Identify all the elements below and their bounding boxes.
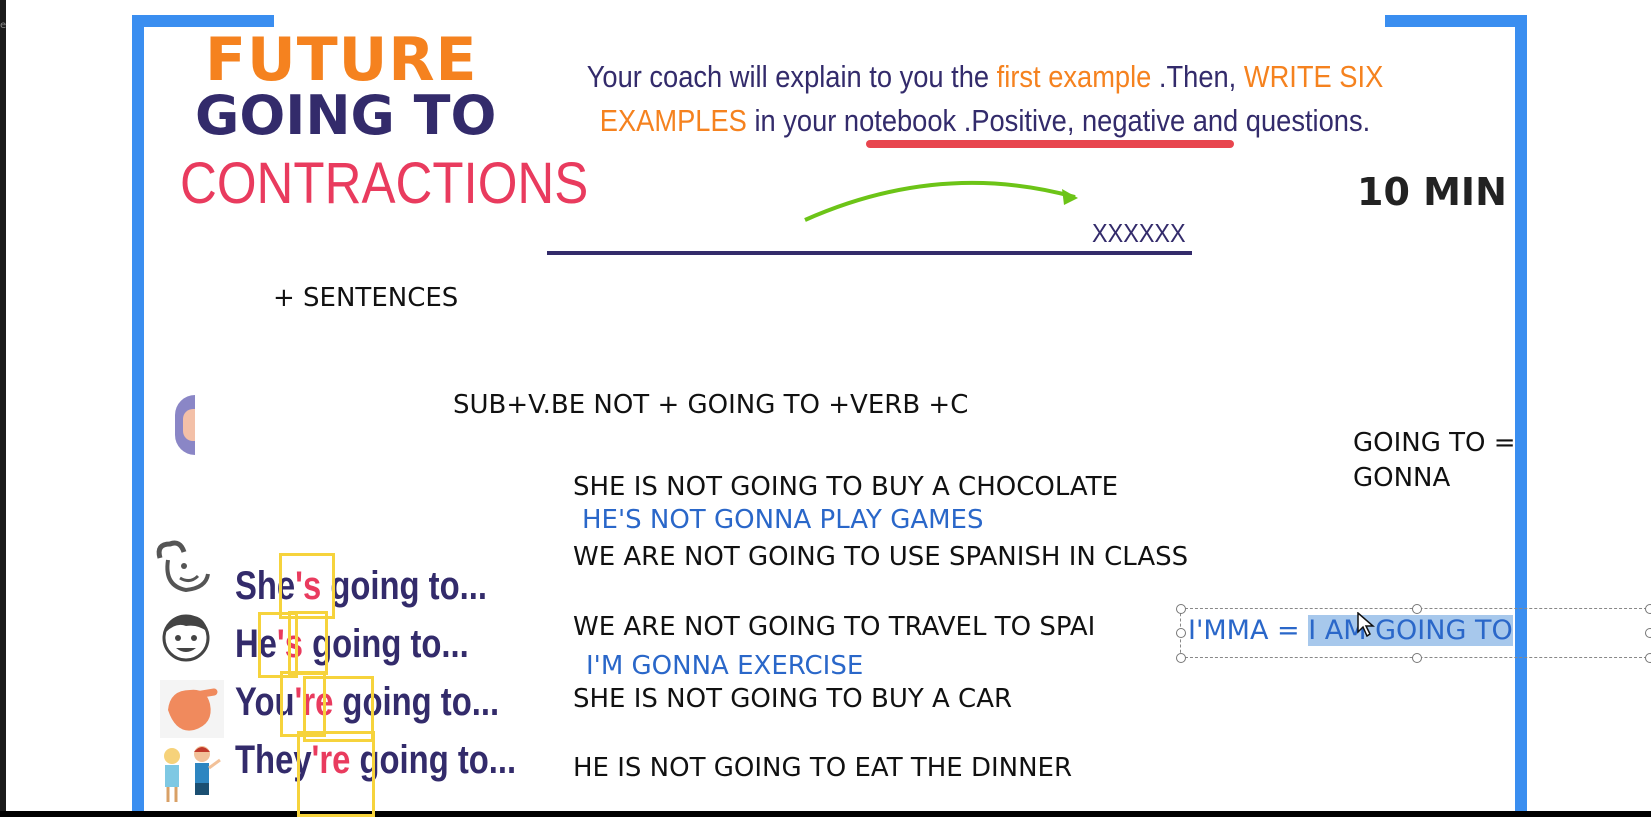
instruction-write-six: WRITE SIX EXAMPLES (599, 59, 1384, 138)
contraction-row-she: She's going to... (235, 564, 487, 609)
contraction-pre: You (235, 680, 295, 724)
instruction-first-example: first example (996, 59, 1152, 94)
note-gonna: GONNA (1353, 463, 1451, 493)
contraction-row-you: You're going to... (235, 680, 499, 725)
contraction-pre: She (235, 564, 296, 608)
mouse-cursor-icon (1357, 612, 1375, 638)
blue-example-2: I'M GONNA EXERCISE (586, 651, 864, 681)
avatar-partial-icon (175, 395, 195, 455)
contraction-post: going to... (302, 622, 469, 666)
girl-face-icon (156, 540, 210, 593)
frame-left-top (132, 15, 274, 27)
resize-handle[interactable] (1176, 604, 1186, 614)
frame-right-top (1385, 15, 1527, 27)
instruction-underlined: Positive, negative and questions (971, 103, 1363, 138)
resize-handle[interactable] (1645, 653, 1651, 663)
instruction-part3: .Then, (1151, 59, 1244, 94)
frame-left-bar (132, 15, 144, 811)
contraction-post: going to... (333, 680, 500, 724)
example-2: WE ARE NOT GOING TO USE SPANISH IN CLASS (573, 542, 1189, 572)
text-box-prefix: I'MMA = (1188, 615, 1309, 646)
text-box-content[interactable]: I'MMA = I AM GOING TO (1188, 615, 1513, 646)
green-arrow-icon (804, 180, 1078, 222)
red-underline (866, 140, 1234, 148)
contraction-highlight: 're (294, 680, 334, 724)
edge-mark: e (0, 20, 7, 31)
title-future: FUTURE (205, 25, 478, 95)
instruction-part5: in your notebook . (746, 103, 972, 138)
contraction-highlight: 's (295, 564, 322, 608)
example-4: SHE IS NOT GOING TO BUY A CAR (573, 684, 1013, 714)
boy-face-icon (162, 614, 210, 662)
kids-icon (164, 746, 221, 802)
example-5: HE IS NOT GOING TO EAT THE DINNER (573, 753, 1073, 783)
contraction-post: going to... (321, 564, 487, 608)
resize-handle[interactable] (1645, 628, 1651, 638)
yellow-box (279, 553, 335, 619)
text-selection[interactable]: I AM GOING TO (1308, 615, 1513, 646)
resize-handle[interactable] (1176, 628, 1186, 638)
yellow-box (303, 676, 374, 742)
example-3: WE ARE NOT GOING TO TRAVEL TO SPAI (573, 612, 1096, 642)
yellow-box (258, 612, 298, 678)
sentences-heading: + SENTENCES (273, 283, 459, 313)
window-left-edge (0, 0, 6, 811)
frame-right-bar (1515, 15, 1527, 811)
timer-label: 10 MIN (1357, 170, 1507, 214)
contraction-highlight: 're (311, 738, 351, 782)
instruction-part7: . (1362, 103, 1371, 138)
timeline-marker: XXXXXX (1092, 218, 1186, 248)
resize-handle[interactable] (1645, 604, 1651, 614)
resize-handle[interactable] (1176, 653, 1186, 663)
contraction-post: going to... (350, 738, 517, 782)
blue-example-1: HE'S NOT GONNA PLAY GAMES (582, 505, 984, 535)
pointing-hand-icon (160, 680, 224, 738)
example-1: SHE IS NOT GOING TO BUY A CHOCOLATE (573, 472, 1119, 502)
title-going-to: GOING TO (195, 84, 497, 147)
formula-text: SUB+V.BE NOT + GOING TO +VERB +C (453, 390, 969, 420)
title-contractions: CONTRACTIONS (180, 151, 589, 216)
yellow-box (297, 731, 375, 817)
timeline-line (547, 251, 1192, 255)
instruction-text: Your coach will explain to you the first… (541, 55, 1430, 143)
note-going-to: GOING TO = (1353, 428, 1516, 458)
contraction-row-they: They're going to... (235, 738, 516, 783)
instruction-part1: Your coach will explain to you the (586, 59, 997, 94)
resize-handle[interactable] (1412, 653, 1422, 663)
resize-handle[interactable] (1412, 604, 1422, 614)
contraction-pre: He (235, 622, 277, 666)
